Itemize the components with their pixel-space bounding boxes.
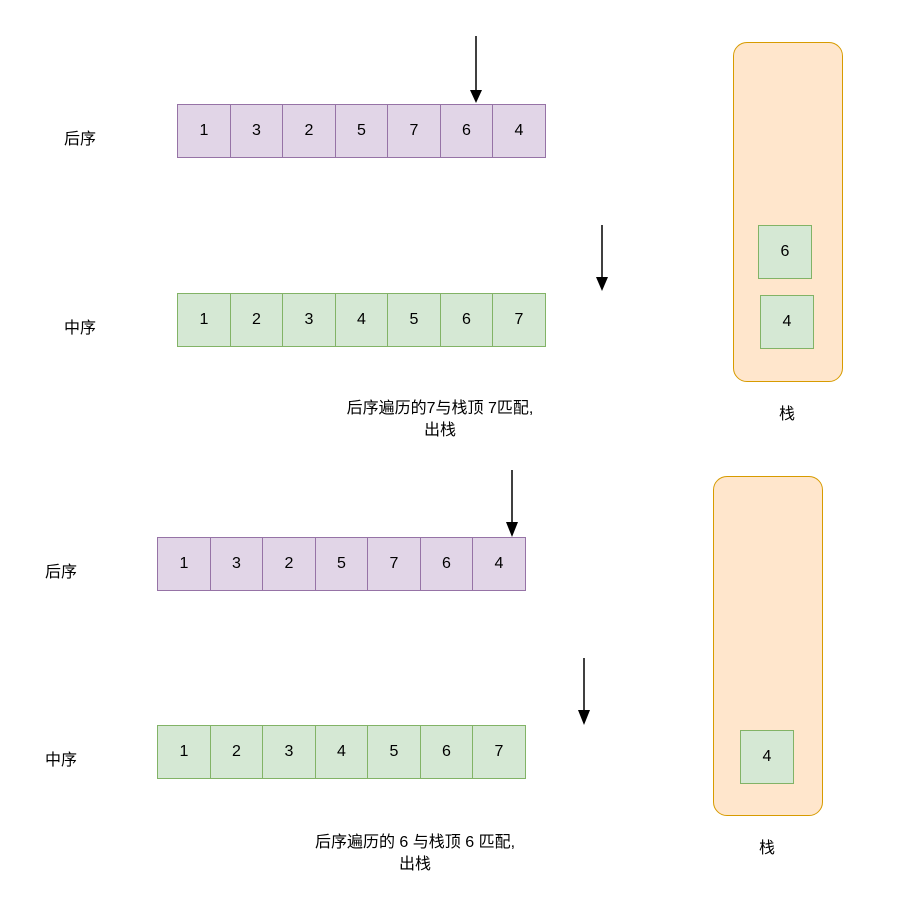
- postorder-cell: 4: [472, 537, 526, 591]
- inorder-cell: 2: [229, 293, 284, 347]
- postorder-cell: 7: [367, 537, 421, 591]
- caption-line-2: 出栈: [423, 422, 456, 439]
- postorder-pointer-arrow-icon: [506, 470, 518, 537]
- inorder-pointer-arrow-icon: [596, 225, 608, 291]
- postorder-label: 后序: [64, 131, 97, 148]
- postorder-cell: 6: [419, 537, 474, 591]
- inorder-array: 1 2 3 4 5 6 7: [157, 725, 526, 779]
- inorder-cell: 5: [387, 293, 441, 347]
- postorder-cell: 5: [334, 104, 389, 158]
- stack-label: 栈: [759, 840, 776, 857]
- inorder-array: 1 2 3 4 5 6 7: [177, 293, 546, 347]
- inorder-label: 中序: [64, 320, 97, 337]
- stack-container: 6 4: [733, 42, 843, 382]
- inorder-cell: 7: [472, 725, 526, 779]
- postorder-cell: 5: [314, 537, 369, 591]
- stack-item-top: 4: [740, 730, 794, 784]
- inorder-cell: 1: [177, 293, 231, 347]
- caption-line-1: 后序遍历的7与栈顶 7匹配,: [346, 400, 534, 417]
- inorder-cell: 2: [209, 725, 264, 779]
- inorder-cell: 6: [419, 725, 474, 779]
- postorder-cell: 1: [157, 537, 211, 591]
- postorder-cell: 4: [492, 104, 546, 158]
- postorder-array: 1 3 2 5 7 6 4: [157, 537, 526, 591]
- inorder-cell: 4: [314, 725, 369, 779]
- inorder-cell: 3: [262, 725, 316, 779]
- inorder-cell: 3: [282, 293, 336, 347]
- postorder-pointer-arrow-icon: [470, 36, 482, 103]
- caption-line-1: 后序遍历的 6 与栈顶 6 匹配,: [314, 834, 516, 851]
- inorder-cell: 4: [334, 293, 389, 347]
- caption-line-2: 出栈: [398, 856, 431, 873]
- stack-item-top: 6: [758, 225, 812, 279]
- inorder-cell: 5: [367, 725, 421, 779]
- postorder-label: 后序: [45, 564, 78, 581]
- postorder-cell: 2: [282, 104, 336, 158]
- inorder-cell: 6: [439, 293, 494, 347]
- step-caption: 后序遍历的7与栈顶 7匹配, 出栈: [290, 398, 590, 442]
- inorder-label: 中序: [45, 752, 78, 769]
- inorder-pointer-arrow-icon: [578, 658, 590, 725]
- stack-label: 栈: [779, 406, 796, 423]
- stack-item: 4: [760, 295, 814, 349]
- step-caption: 后序遍历的 6 与栈顶 6 匹配, 出栈: [265, 832, 565, 876]
- stack-container: 4: [713, 476, 823, 816]
- postorder-array: 1 3 2 5 7 6 4: [177, 104, 546, 158]
- postorder-cell: 6: [439, 104, 494, 158]
- postorder-cell: 3: [209, 537, 264, 591]
- postorder-cell: 7: [387, 104, 441, 158]
- postorder-cell: 3: [229, 104, 284, 158]
- inorder-cell: 1: [157, 725, 211, 779]
- postorder-cell: 1: [177, 104, 231, 158]
- inorder-cell: 7: [492, 293, 546, 347]
- postorder-cell: 2: [262, 537, 316, 591]
